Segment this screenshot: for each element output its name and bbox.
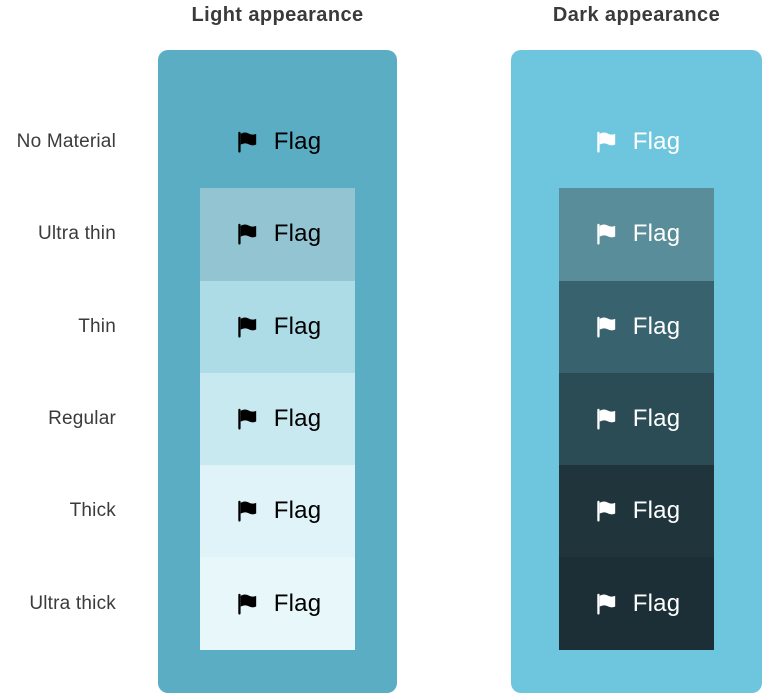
dark-swatch-thin: Flag <box>559 280 714 373</box>
flag-icon <box>593 406 619 432</box>
flag-label: Flag <box>273 589 322 617</box>
dark-appearance-panel: Flag Flag Flag Flag Flag <box>511 50 762 693</box>
row-label-thin: Thin <box>78 315 116 337</box>
dark-swatch-ultra-thin: Flag <box>559 188 714 281</box>
light-appearance-heading: Light appearance <box>191 4 364 26</box>
flag-label: Flag <box>632 312 681 340</box>
row-label-no-material: No Material <box>16 131 116 153</box>
flag-icon <box>593 591 619 617</box>
light-swatch-thin: Flag <box>200 280 355 373</box>
flag-icon <box>593 314 619 340</box>
dark-row-no-material: Flag <box>511 96 762 188</box>
row-label-thick: Thick <box>69 500 116 522</box>
dark-row-ultra-thick: Flag <box>511 557 762 650</box>
row-label-ultra-thick: Ultra thick <box>29 592 116 614</box>
flag-icon <box>234 314 260 340</box>
dark-swatch-thick: Flag <box>559 465 714 558</box>
flag-label: Flag <box>273 405 322 433</box>
light-swatch-ultra-thick: Flag <box>200 557 355 650</box>
flag-label: Flag <box>632 220 681 248</box>
flag-icon <box>234 129 260 155</box>
flag-label: Flag <box>273 312 322 340</box>
flag-label: Flag <box>632 128 681 156</box>
flag-label: Flag <box>273 220 322 248</box>
light-appearance-panel: Flag Flag Flag Flag Flag <box>158 50 397 693</box>
flag-icon <box>234 221 260 247</box>
light-swatch-ultra-thin: Flag <box>200 188 355 281</box>
flag-icon <box>593 129 619 155</box>
row-label-ultra-thin: Ultra thin <box>37 223 116 245</box>
light-swatch-regular: Flag <box>200 372 355 466</box>
dark-row-thick: Flag <box>511 465 762 558</box>
dark-swatch-regular: Flag <box>559 372 714 466</box>
light-row-regular: Flag <box>158 372 397 466</box>
flag-icon <box>234 498 260 524</box>
material-row-labels: No Material Ultra thin Thin Regular Thic… <box>0 96 118 650</box>
light-row-thin: Flag <box>158 280 397 373</box>
flag-icon <box>593 498 619 524</box>
light-row-thick: Flag <box>158 465 397 558</box>
light-swatch-thick: Flag <box>200 465 355 558</box>
dark-swatch-ultra-thick: Flag <box>559 557 714 650</box>
dark-row-regular: Flag <box>511 372 762 466</box>
flag-label: Flag <box>273 128 322 156</box>
flag-icon <box>234 406 260 432</box>
flag-label: Flag <box>632 405 681 433</box>
row-label-regular: Regular <box>48 408 116 430</box>
flag-label: Flag <box>632 589 681 617</box>
light-row-no-material: Flag <box>158 96 397 188</box>
flag-label: Flag <box>632 497 681 525</box>
light-row-ultra-thin: Flag <box>158 188 397 281</box>
dark-appearance-heading: Dark appearance <box>552 4 721 26</box>
flag-icon <box>234 591 260 617</box>
flag-label: Flag <box>273 497 322 525</box>
dark-swatch-no-material: Flag <box>559 96 714 188</box>
light-swatch-no-material: Flag <box>200 96 355 188</box>
dark-row-thin: Flag <box>511 280 762 373</box>
flag-icon <box>593 221 619 247</box>
light-row-ultra-thick: Flag <box>158 557 397 650</box>
dark-row-ultra-thin: Flag <box>511 188 762 281</box>
